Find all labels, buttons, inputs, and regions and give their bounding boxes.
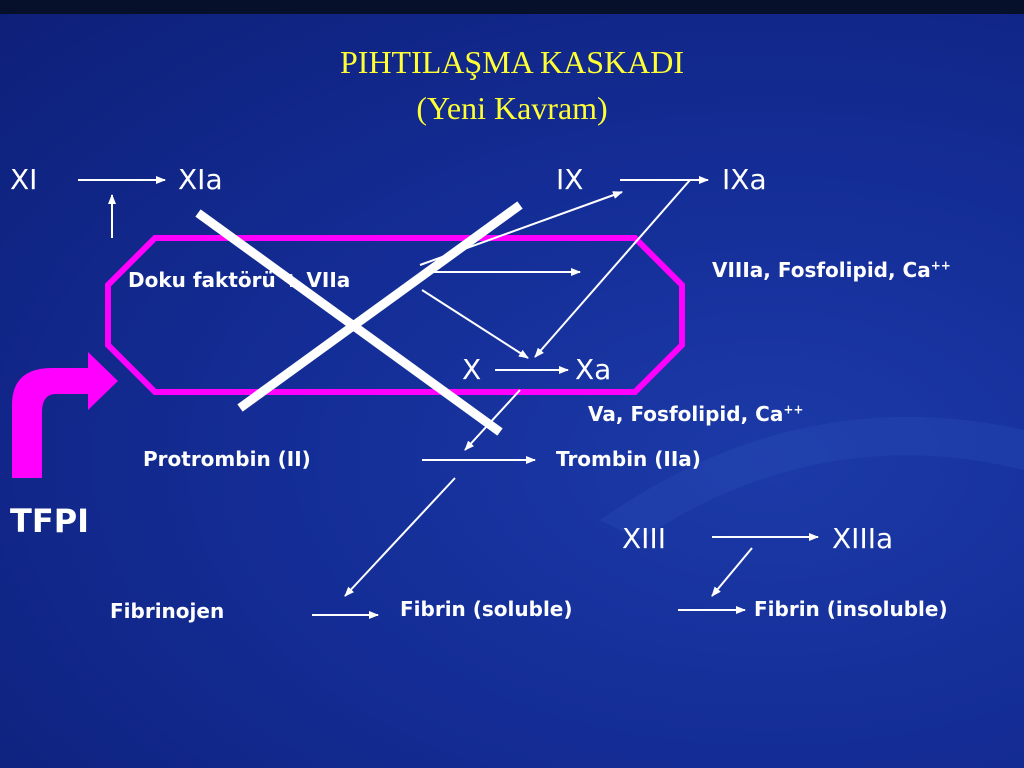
arrow-xiiia-to-conversion [711, 547, 753, 597]
arrow-ixa-to-x [534, 179, 691, 358]
crossing-line-2 [237, 201, 523, 412]
background-swoosh [600, 416, 1024, 540]
arrow-xa-to-conversion [464, 389, 521, 451]
viiia-cofactor-text: VIIIa, Fosfolipid, Ca [712, 258, 931, 282]
factor-ix-label: IX [556, 163, 584, 196]
page-title: PIHTILAŞMA KASKADI [339, 44, 684, 80]
fibrinogen-label: Fibrinojen [110, 599, 225, 623]
arrow-tf-to-x [421, 289, 529, 359]
tfpi-inhibition-arrow [12, 352, 118, 478]
arrow-tf-to-ix [419, 191, 623, 266]
viiia-cofactor-label: VIIIa, Fosfolipid, Ca++ [712, 258, 951, 282]
factor-xi-label: XI [10, 163, 38, 196]
factor-x-label: X [462, 353, 482, 386]
arrow-thrombin-to-fibrinogen [344, 477, 456, 597]
va-cofactor-superscript: ++ [783, 402, 804, 417]
top-band [0, 0, 1024, 14]
va-cofactor-label: Va, Fosfolipid, Ca++ [588, 402, 803, 426]
factor-xa-label: Xa [575, 353, 612, 386]
viiia-cofactor-superscript: ++ [930, 258, 951, 273]
tissue-factor-label: Doku faktörü + VIIa [128, 268, 351, 292]
extrinsic-complex-octagon [105, 235, 685, 395]
fibrin-insoluble-label: Fibrin (insoluble) [754, 597, 948, 621]
factor-xiiia-label: XIIIa [832, 522, 894, 555]
page-subtitle: (Yeni Kavram) [416, 90, 608, 126]
thrombin-label: Trombin (IIa) [556, 447, 701, 471]
fibrin-soluble-label: Fibrin (soluble) [400, 597, 573, 621]
va-cofactor-text: Va, Fosfolipid, Ca [588, 402, 784, 426]
factor-ixa-label: IXa [722, 163, 767, 196]
prothrombin-label: Protrombin (II) [143, 447, 311, 471]
crossing-line-1 [195, 209, 503, 436]
factor-xiii-label: XIII [622, 522, 666, 555]
factor-xia-label: XIa [178, 163, 223, 196]
tfpi-label: TFPI [10, 502, 90, 540]
